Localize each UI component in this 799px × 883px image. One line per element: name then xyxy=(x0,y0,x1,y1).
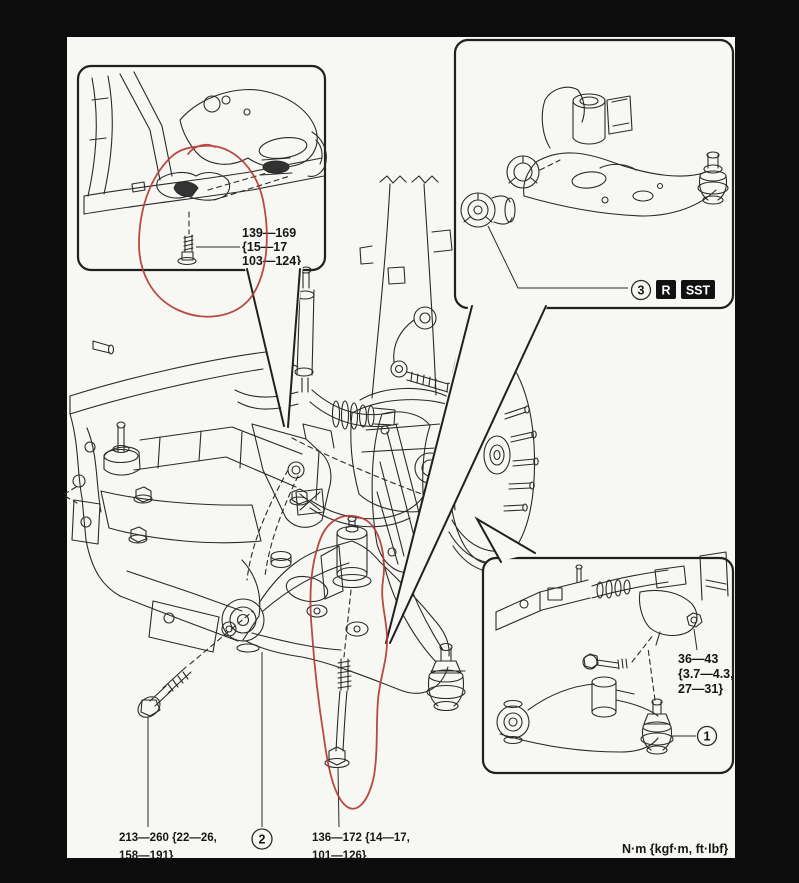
torque-label-front-bolt-line2: 158—191} xyxy=(119,850,174,862)
front-subframe xyxy=(69,340,335,653)
rear-mount-bushing-dark xyxy=(262,160,290,174)
lower-control-arm xyxy=(221,540,466,694)
ball-joint-area-art xyxy=(495,551,729,755)
bolt-icon xyxy=(177,234,197,266)
callout2-number: 2 xyxy=(251,828,273,850)
arm-ball-joint xyxy=(426,642,466,712)
torque-label-rear-bolt-line1: 136—172 {14—17, xyxy=(312,832,410,844)
bottom-labels: 213—260 {22—26, 158—191} 2 136—172 {14—1… xyxy=(119,652,728,862)
svg-text:SST: SST xyxy=(686,284,711,298)
svg-text:1: 1 xyxy=(704,730,711,744)
callout-box-ball-joint: 36—43 {3.7—4.3, 27—31} 1 xyxy=(481,551,735,775)
callout-box-bushing-removal: 3 R SST xyxy=(453,38,735,310)
torque-label-balljoint-line3: 27—31} xyxy=(678,682,723,696)
svg-text:2: 2 xyxy=(259,833,266,847)
red-ellipse-subframe-bolt xyxy=(138,143,268,318)
red-ellipse-arm-bushing-bolt xyxy=(309,514,388,810)
bushing-align-dash xyxy=(539,159,561,171)
callout-box-subframe-bolt: 139—169 {15—17 103—124} xyxy=(76,64,327,272)
units-note: N·m {kgf·m, ft·lbf} xyxy=(622,842,728,856)
svg-text:R: R xyxy=(661,284,670,298)
assembly-alignment-dashes xyxy=(61,437,453,665)
torque-label-subframe-line2: {15—17 xyxy=(242,240,287,254)
torque-label-front-bolt-line1: 213—260 {22—26, xyxy=(119,832,217,844)
torque-label-rear-bolt-line2: 101—126} xyxy=(312,850,367,862)
callout3-number: 3 xyxy=(630,279,652,301)
mount-hook-dark xyxy=(173,181,199,197)
torque-label-balljoint-line2: {3.7—4.3, xyxy=(678,667,734,681)
nut-torque-leader xyxy=(693,628,698,651)
subframe-underside-art xyxy=(83,71,327,215)
callout1-number: 1 xyxy=(696,725,718,747)
arm-rear-bolt xyxy=(324,658,352,769)
callout3-leader xyxy=(487,225,628,289)
control-arm-bushing-art xyxy=(460,86,729,228)
red-annotations xyxy=(138,143,388,810)
torque-label-subframe-line1: 139—169 xyxy=(242,226,296,240)
sst-flag-badge: SST xyxy=(681,280,715,299)
arm-front-pivot-bolt xyxy=(137,666,192,718)
torque-label-subframe-line3: 103—124} xyxy=(242,254,301,268)
torque-label-balljoint-line1: 36—43 xyxy=(678,652,718,666)
svg-text:3: 3 xyxy=(638,284,645,298)
arm-rear-bushing xyxy=(320,515,372,600)
removal-flag-badge: R xyxy=(656,280,676,299)
subframe-bolt-item xyxy=(177,167,291,266)
